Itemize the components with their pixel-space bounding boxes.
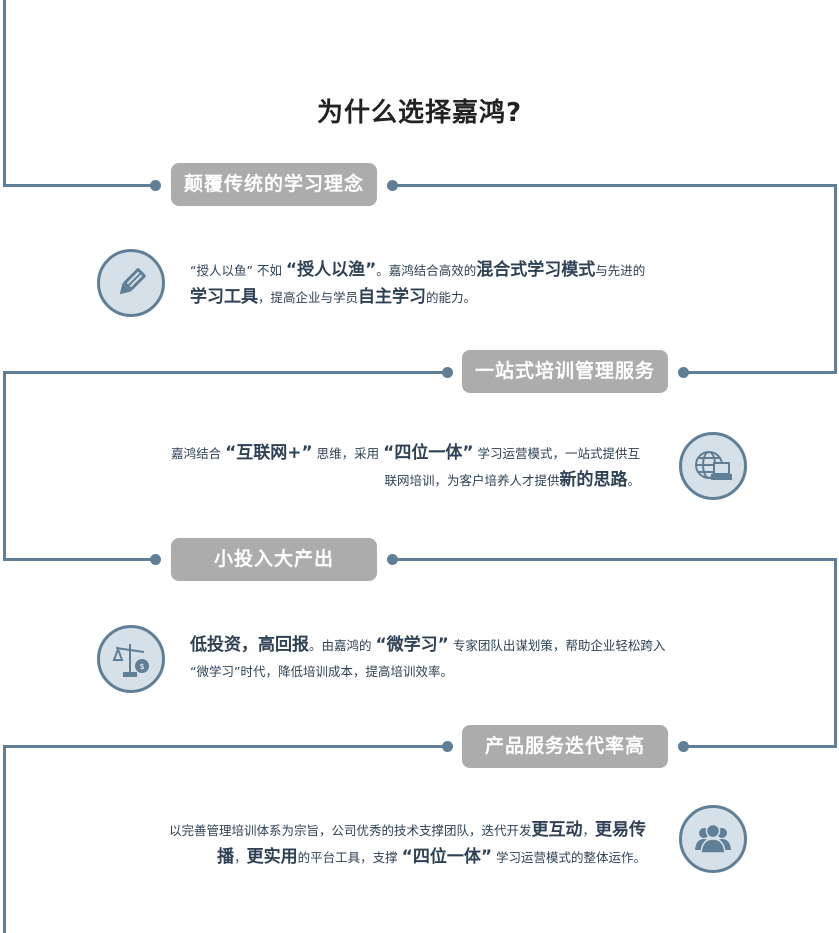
connector-dot <box>442 741 453 752</box>
description-text: ，提高企业与学员 <box>258 290 359 305</box>
description-text: 学习运营模式，一站式提供互 <box>473 446 640 461</box>
connector-line <box>3 371 6 561</box>
highlight-text: 低投资，高回报 <box>190 635 309 655</box>
highlight-text: 新的思路 <box>559 470 628 490</box>
description-text: 专家团队出谋划策，帮助企业轻松跨入 <box>448 638 666 653</box>
section-description-2: 嘉鸿结合 “互联网+” 思维，采用 “四位一体” 学习运营模式，一站式提供互联网… <box>80 440 640 494</box>
connector-line <box>834 558 837 748</box>
svg-text:$: $ <box>140 662 145 671</box>
description-text: 与先进的 <box>595 263 646 278</box>
connector-dot <box>442 367 453 378</box>
highlight-text: 更互动 <box>531 820 583 840</box>
connector-line <box>3 0 6 187</box>
highlight-text: “四位一体” <box>401 847 493 867</box>
pencil-icon <box>97 249 165 317</box>
connector-dot <box>150 554 161 565</box>
description-text: ， <box>234 850 247 865</box>
highlight-text: 学习工具 <box>190 287 258 307</box>
connector-line <box>3 184 155 187</box>
description-text: 的平台工具，支撑 <box>297 850 402 865</box>
globe-computer-icon <box>679 432 747 500</box>
description-text: 思维，采用 <box>312 446 384 461</box>
connector-line <box>3 371 447 374</box>
connector-line <box>3 745 6 933</box>
section-description-3: 低投资，高回报。由嘉鸿的 “微学习” 专家团队出谋划策，帮助企业轻松跨入 “微学习… <box>190 632 760 685</box>
connector-line <box>683 371 837 374</box>
description-text: ， <box>582 823 595 838</box>
connector-dot <box>150 180 161 191</box>
highlight-text: 更易传 <box>595 820 646 840</box>
section-heading-3: 小投入大产出 <box>171 538 377 581</box>
page-title: 为什么选择嘉鸿? <box>316 98 523 128</box>
section-heading-1: 颠覆传统的学习理念 <box>171 163 377 206</box>
scale-money-icon: $ <box>97 625 165 693</box>
connector-line <box>3 558 155 561</box>
highlight-text: “四位一体” <box>383 443 474 463</box>
connector-line <box>683 745 837 748</box>
highlight-text: “授人以渔” <box>285 260 377 280</box>
section-description-4: 以完善管理培训体系为宗旨，公司优秀的技术支撑团队，迭代开发更互动，更易传播，更实… <box>80 817 646 871</box>
description-text: 。由嘉鸿的 <box>309 638 376 653</box>
highlight-text: “微学习” <box>375 635 449 655</box>
connector-line <box>834 184 837 374</box>
section-heading-4: 产品服务迭代率高 <box>462 725 668 768</box>
highlight-text: 自主学习 <box>358 287 427 307</box>
section-description-1: “授人以鱼” 不如 “授人以渔”。嘉鸿结合高效的混合式学习模式与先进的学习工具，… <box>190 257 750 311</box>
description-text: 以完善管理培训体系为宗旨，公司优秀的技术支撑团队，迭代开发 <box>168 823 532 838</box>
connector-line <box>392 558 837 561</box>
description-text: 。 <box>627 473 640 488</box>
description-text: “授人以鱼” 不如 <box>190 263 286 278</box>
connector-line <box>392 184 837 187</box>
highlight-text: 混合式学习模式 <box>476 260 596 280</box>
users-group-icon <box>679 805 747 873</box>
description-text: 联网培训，为客户培养人才提供 <box>384 473 560 488</box>
highlight-text: 更实用 <box>246 847 298 867</box>
connector-dot <box>678 367 689 378</box>
description-text: 。嘉鸿结合高效的 <box>376 263 477 278</box>
description-text: 学习运营模式的整体运作。 <box>492 850 646 865</box>
highlight-text: 播 <box>217 847 235 867</box>
section-heading-2: 一站式培训管理服务 <box>462 350 668 393</box>
description-text: “微学习”时代，降低培训成本，提高培训效率。 <box>190 664 453 679</box>
description-text: 的能力。 <box>426 290 477 305</box>
connector-line <box>3 745 447 748</box>
connector-dot <box>678 741 689 752</box>
highlight-text: “互联网+” <box>225 443 313 463</box>
description-text: 嘉鸿结合 <box>171 446 226 461</box>
